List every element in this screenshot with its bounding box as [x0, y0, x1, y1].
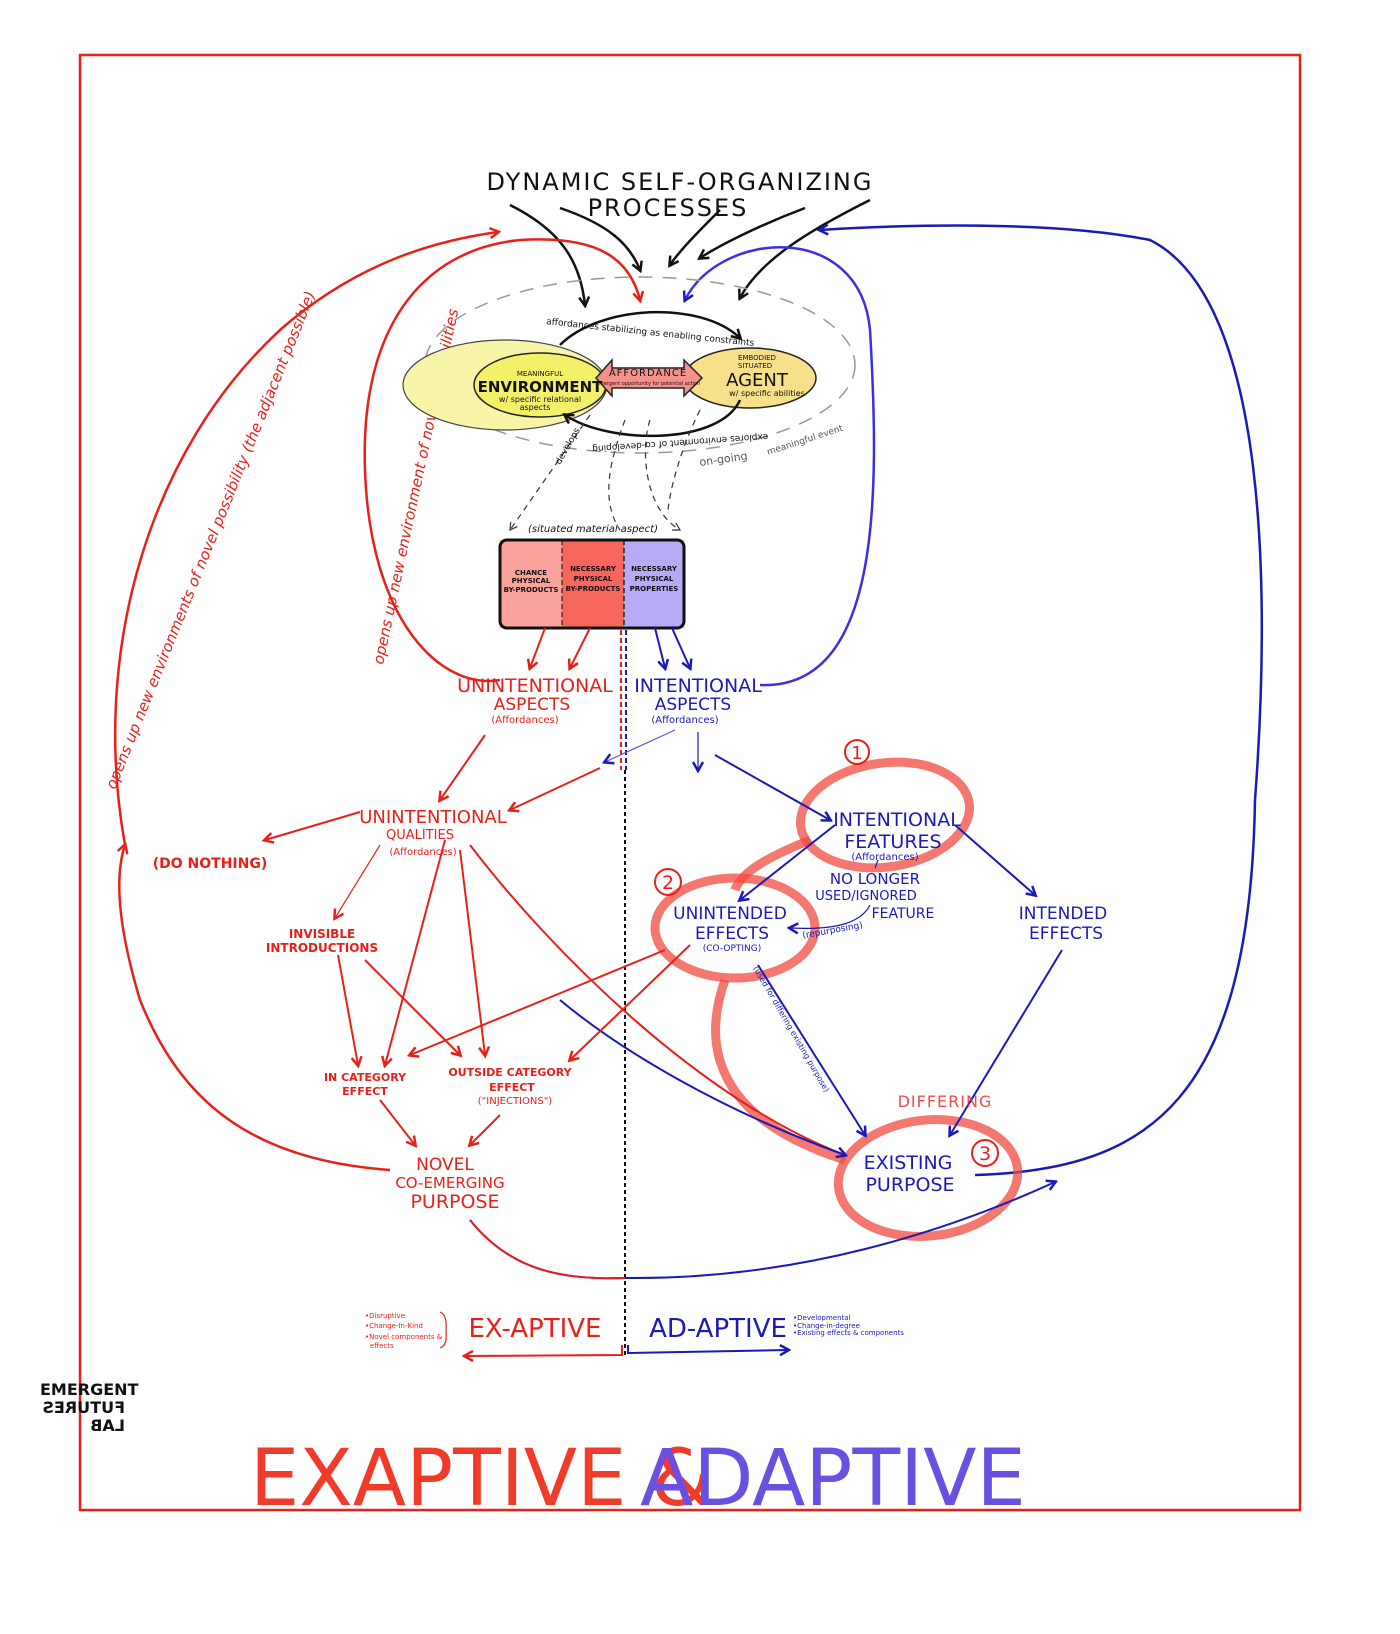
- markers: [654, 739, 999, 1167]
- header-line1: DYNAMIC SELF-ORGANIZING: [487, 168, 874, 196]
- emergent-futures-lab-logo: EMERGENT FUTURES LAB: [40, 1380, 139, 1435]
- material-label: (situated material aspect): [528, 524, 658, 535]
- ex-list-1: •Disruptive: [365, 1312, 405, 1320]
- ex-list-4: effects: [370, 1342, 394, 1350]
- agent-label-2: SITUATED: [738, 362, 772, 370]
- unintended-2: EFFECTS: [695, 924, 769, 944]
- unintentional-aspects-1: UNINTENTIONAL: [457, 675, 613, 697]
- marker-1: 1: [851, 743, 862, 764]
- right-labels: INTENTIONAL ASPECTS (Affordances) INTENT…: [634, 675, 1107, 1196]
- agent-label-3: AGENT: [726, 370, 789, 391]
- unintentional-aspects-2: ASPECTS: [494, 695, 570, 715]
- material-aspect-box: (situated material aspect) CHANCE PHYSIC…: [498, 524, 686, 630]
- logo-line-1: EMERGENT: [40, 1380, 139, 1399]
- develops-text: develops: [554, 426, 583, 466]
- unintentional-qualities-3: (Affordances): [389, 847, 456, 858]
- exaptive-label: EX-APTIVE: [469, 1314, 602, 1344]
- header: DYNAMIC SELF-ORGANIZING PROCESSES: [487, 168, 874, 222]
- bottom-legend: EX-APTIVE AD-APTIVE •Disruptive •Change-…: [365, 1311, 904, 1350]
- marker-2: 2: [662, 872, 674, 894]
- intentional-aspects-3: (Affordances): [651, 715, 718, 726]
- do-nothing: (DO NOTHING): [153, 856, 268, 872]
- outside-category-3: ("INJECTIONS"): [478, 1096, 553, 1107]
- environment-label-3: w/ specific relational: [499, 395, 581, 404]
- affordance-sub: emergent opportunity for potential actio…: [596, 381, 700, 387]
- cell-1-line-3: BY-PRODUCTS: [504, 586, 559, 594]
- invisible-2: INTRODUCTIONS: [266, 941, 378, 955]
- ad-list-1: •Developmental: [793, 1314, 851, 1322]
- novel-2: CO-EMERGING: [395, 1174, 504, 1192]
- meaningful-event-text: meaningful event: [766, 424, 845, 458]
- environment-label-1: MEANINGFUL: [517, 370, 563, 378]
- outside-category-1: OUTSIDE CATEGORY: [448, 1066, 572, 1079]
- adaptive-label: AD-APTIVE: [649, 1314, 787, 1344]
- ongoing-text: on-going: [699, 449, 749, 469]
- unintentional-qualities-2: QUALITIES: [386, 828, 454, 843]
- ad-list-2: •Change-in-degree: [793, 1322, 860, 1330]
- existing-1: EXISTING: [864, 1152, 953, 1174]
- title-exaptive: EXAPTIVE &: [250, 1434, 712, 1524]
- intentional-features-3: (Affordances): [851, 852, 918, 863]
- outside-category-2: EFFECT: [489, 1081, 535, 1094]
- process-arrows: [113, 198, 1264, 1177]
- cell-2-line-1: NECESSARY: [570, 565, 617, 573]
- flow-arrows: [265, 627, 1063, 1356]
- header-line2: PROCESSES: [588, 194, 749, 222]
- invisible-1: INVISIBLE: [289, 927, 355, 941]
- intentional-features-1: INTENTIONAL: [833, 809, 961, 831]
- outer-loop-text: opens up new environments of novel possi…: [102, 288, 319, 791]
- intended-1: INTENDED: [1019, 904, 1108, 924]
- left-labels: UNINTENTIONAL ASPECTS (Affordances) UNIN…: [153, 675, 614, 1213]
- unintended-1: UNINTENDED: [673, 904, 787, 924]
- existing-2: PURPOSE: [865, 1174, 954, 1196]
- differing-label: DIFFERING: [898, 1092, 993, 1111]
- environment-label-2: ENVIRONMENT: [478, 378, 604, 396]
- cell-1-line-1: CHANCE: [515, 569, 547, 577]
- affordance-label: AFFORDANCE: [609, 368, 687, 379]
- agent-label-1: EMBODIED: [738, 354, 776, 362]
- core-system: affordances stabilizing as enabling cons…: [402, 276, 856, 531]
- intended-2: EFFECTS: [1029, 924, 1103, 944]
- in-category-1: IN CATEGORY: [324, 1071, 407, 1084]
- unintended-3: (CO-OPTING): [703, 944, 762, 954]
- affordance-arrow: [594, 358, 704, 398]
- ad-list-3: •Existing effects & components: [793, 1329, 904, 1337]
- novel-3: PURPOSE: [410, 1191, 499, 1213]
- no-longer-2: USED/IGNORED: [815, 889, 917, 904]
- unintentional-qualities-1: UNINTENTIONAL: [359, 807, 507, 828]
- in-category-2: EFFECT: [342, 1085, 388, 1098]
- cell-3-line-2: PHYSICAL: [635, 575, 674, 583]
- cell-3-line-3: PROPERTIES: [630, 585, 679, 593]
- logo-line-2: FUTURES: [42, 1398, 125, 1417]
- intentional-aspects-1: INTENTIONAL: [634, 675, 762, 697]
- no-longer-3: FEATURE: [872, 906, 935, 922]
- intentional-aspects-2: ASPECTS: [655, 695, 731, 715]
- logo-line-3: LAB: [90, 1416, 125, 1435]
- unintentional-aspects-3: (Affordances): [491, 715, 558, 726]
- cell-2-line-3: BY-PRODUCTS: [566, 585, 621, 593]
- no-longer-1: NO LONGER: [830, 870, 920, 888]
- frame: [78, 53, 1302, 1512]
- ex-list-2: •Change-In-Kind: [365, 1322, 423, 1330]
- used-for-text: (used for differing existing purpose): [751, 965, 831, 1094]
- environment-label-4: aspects: [520, 403, 551, 412]
- marker-3: 3: [979, 1143, 991, 1165]
- cell-2-line-2: PHYSICAL: [574, 575, 613, 583]
- highlight-circles: [650, 757, 1023, 1241]
- agent-label-4: w/ specific abilities: [729, 389, 805, 398]
- intentional-features-2: FEATURES: [844, 831, 941, 853]
- novel-1: NOVEL: [416, 1155, 474, 1175]
- cell-3-line-1: NECESSARY: [631, 565, 678, 573]
- title-adaptive: ADAPTIVE: [640, 1434, 1026, 1524]
- ex-list-3: •Novel components &: [365, 1333, 443, 1341]
- cell-1-line-2: PHYSICAL: [512, 577, 551, 585]
